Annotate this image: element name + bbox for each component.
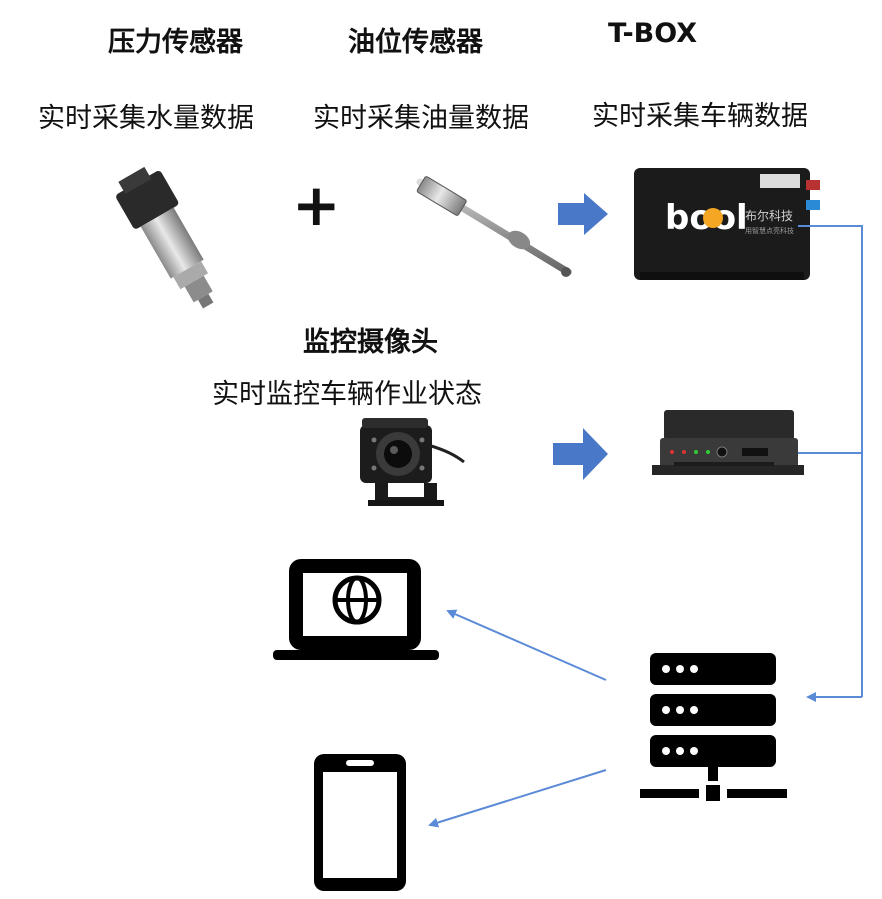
oil-sensor-desc: 实时采集油量数据	[313, 103, 529, 134]
camera-desc: 实时监控车辆作业状态	[212, 379, 482, 410]
pressure-sensor-image	[116, 166, 214, 309]
oil-sensor-image	[416, 176, 572, 277]
camera-image	[360, 418, 465, 506]
tbox-title: T-BOX	[608, 18, 698, 49]
laptop-icon	[273, 559, 439, 660]
dvr-device-image	[652, 410, 804, 475]
plus-sign: +	[292, 171, 341, 239]
tbox-device-image: bool 布尔科技 用智慧点亮科技	[634, 168, 820, 280]
right-arrow-icon	[553, 428, 608, 480]
right-arrow-icon	[558, 193, 608, 235]
pressure-sensor-title: 压力传感器	[108, 27, 243, 58]
pressure-sensor-desc: 实时采集水量数据	[38, 103, 254, 134]
phone-icon	[314, 754, 406, 891]
connection-lines	[428, 225, 863, 828]
server-icon	[640, 653, 787, 801]
tbox-desc: 实时采集车辆数据	[592, 101, 808, 132]
tbox-brand-sub: 用智慧点亮科技	[745, 226, 794, 235]
oil-sensor-title: 油位传感器	[348, 27, 483, 58]
tbox-brand-cn: 布尔科技	[745, 208, 793, 223]
camera-title: 监控摄像头	[303, 327, 438, 358]
